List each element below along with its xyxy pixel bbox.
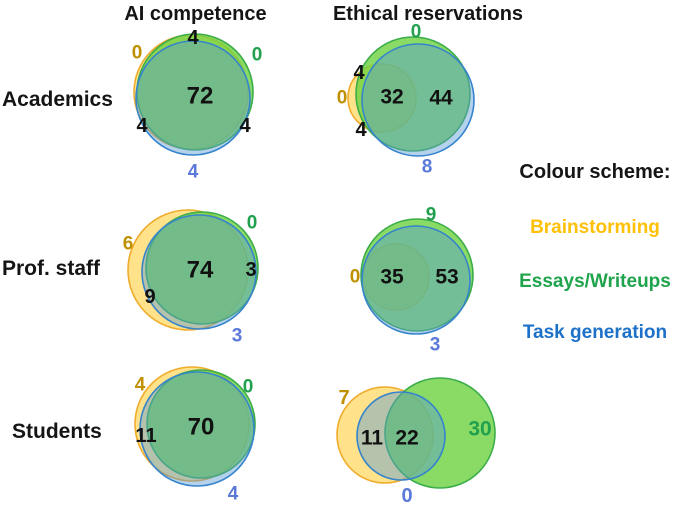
venn-svg: 4 0 0 72 4 4 4 <box>132 27 263 183</box>
count-label: 3 <box>245 259 256 281</box>
count-label: 44 <box>429 87 453 110</box>
count-label: 9 <box>144 286 155 308</box>
venn-diagram-students-ethical-reservations: 7 11 22 30 0 <box>333 368 498 505</box>
tasks-circle <box>141 214 257 330</box>
count-label: 4 <box>188 162 199 183</box>
venn-diagram-prof-staff-ethical-reservations: 9 0 35 53 3 <box>340 200 490 360</box>
count-label: 0 <box>411 22 422 43</box>
tasks-circle <box>135 40 251 156</box>
column-header-ethical-reservations: Ethical reservations <box>332 3 524 25</box>
essays-circle <box>146 369 256 479</box>
tasks-circle <box>361 225 471 335</box>
count-label: 4 <box>239 115 251 137</box>
count-label: 0 <box>401 485 412 505</box>
venn-diagram-students-ai-competence: 4 0 70 11 4 <box>120 363 280 505</box>
count-label: 35 <box>380 266 404 289</box>
count-label: 30 <box>468 418 491 441</box>
essays-circle <box>145 211 259 325</box>
count-label: 53 <box>435 266 458 289</box>
count-label: 72 <box>187 83 214 110</box>
count-label: 32 <box>380 86 403 109</box>
count-label: 0 <box>350 267 361 288</box>
count-label: 0 <box>132 43 143 64</box>
count-label: 3 <box>232 326 243 347</box>
count-label: 8 <box>422 157 433 178</box>
count-label: 4 <box>228 484 239 505</box>
legend-item-essays-writeups: Essays/Writeups <box>519 271 671 292</box>
count-label: 4 <box>353 62 365 84</box>
venn-diagram-prof-staff-ai-competence: 6 0 74 3 9 3 <box>118 200 278 355</box>
column-header-ai-competence: AI competence <box>124 3 267 25</box>
legend-title: Colour scheme: <box>519 161 671 183</box>
count-label: 3 <box>430 335 441 356</box>
essays-circle <box>360 218 474 332</box>
tasks-circle <box>356 391 446 481</box>
legend-item-brainstorming: Brainstorming <box>530 217 660 238</box>
count-label: 70 <box>188 414 215 441</box>
count-label: 9 <box>426 205 437 226</box>
tasks-circle <box>361 43 475 157</box>
essays-circle <box>355 36 471 152</box>
row-label-prof-staff: Prof. staff <box>2 257 101 280</box>
count-label: 22 <box>395 427 418 450</box>
legend-item-task-generation: Task generation <box>522 322 668 343</box>
row-label-students: Students <box>12 420 102 443</box>
venn-svg: 9 0 35 53 3 <box>350 205 474 356</box>
count-label: 6 <box>123 234 134 255</box>
count-label: 4 <box>187 27 199 49</box>
count-label: 0 <box>243 377 254 398</box>
count-label: 0 <box>247 213 258 234</box>
count-label: 4 <box>136 115 148 137</box>
venn-svg: 7 11 22 30 0 <box>336 377 496 505</box>
count-label: 74 <box>187 257 214 284</box>
count-label: 11 <box>135 425 156 447</box>
count-label: 4 <box>135 375 146 396</box>
count-label: 7 <box>338 387 349 409</box>
count-label: 4 <box>355 119 367 141</box>
count-label: 11 <box>361 427 384 450</box>
count-label: 0 <box>252 45 263 66</box>
tasks-circle <box>139 371 255 487</box>
venn-svg: 6 0 74 3 9 3 <box>123 209 259 347</box>
row-label-academics: Academics <box>2 88 113 111</box>
count-label: 0 <box>337 88 348 109</box>
essays-circle <box>384 377 496 489</box>
venn-diagram-academics-ai-competence: 4 0 0 72 4 4 4 <box>110 22 280 189</box>
venn-svg: 4 0 70 11 4 <box>134 366 256 505</box>
